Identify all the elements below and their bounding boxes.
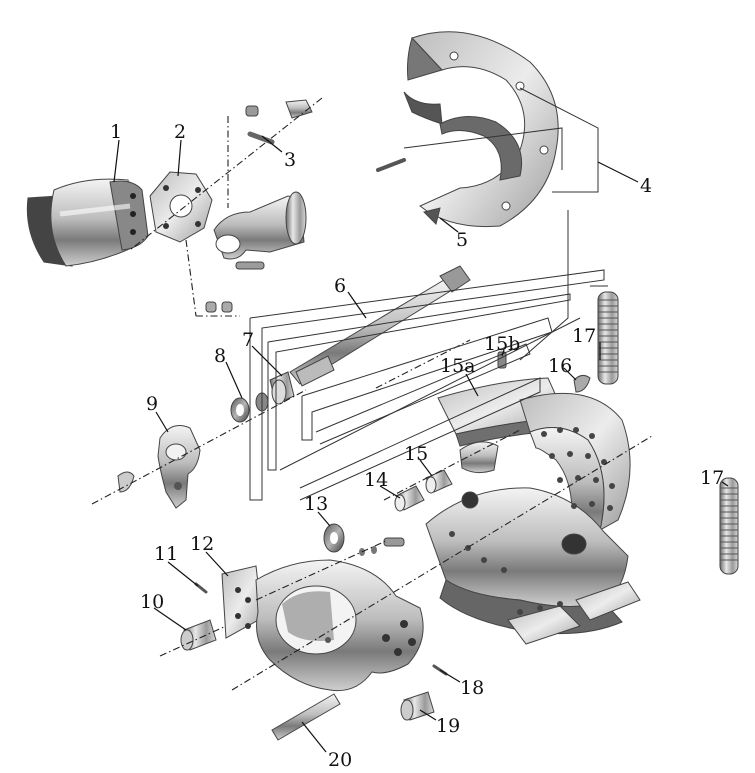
wedge-part — [423, 207, 441, 225]
callout-1: 1 — [110, 121, 122, 143]
callout-19: 19 — [436, 715, 460, 737]
callout-10: 10 — [140, 591, 164, 613]
callout-6: 6 — [334, 275, 346, 297]
washer-part — [323, 523, 405, 556]
callout-2: 2 — [174, 121, 186, 143]
bolt-set-part — [205, 99, 313, 313]
callout-14: 14 — [364, 469, 388, 491]
reference-frames — [249, 87, 608, 501]
callout-labels: 1 2 3 4 5 6 7 8 9 10 11 12 13 14 15 15a … — [110, 121, 724, 771]
callout-16: 16 — [548, 355, 572, 377]
camshaft-bracket-part — [213, 191, 307, 260]
callout-17-right: 17 — [700, 467, 724, 489]
callout-17-upper: 17 — [572, 325, 596, 347]
brake-chamber-part — [26, 178, 149, 267]
mounting-plate-part — [149, 171, 213, 243]
callout-3: 3 — [284, 149, 296, 171]
return-spring-part-a — [597, 291, 619, 385]
callout-4: 4 — [640, 175, 652, 197]
leader-lines — [113, 135, 729, 753]
dust-shield-part — [376, 31, 559, 228]
callout-9: 9 — [146, 393, 158, 415]
anchor-pin-part — [180, 619, 217, 651]
callout-18: 18 — [460, 677, 484, 699]
slack-adjuster-part — [117, 425, 201, 509]
callout-7: 7 — [242, 329, 254, 351]
bushing-part — [269, 371, 295, 405]
camshaft-part — [289, 265, 471, 387]
spider-housing-part — [221, 559, 424, 692]
callout-8: 8 — [214, 345, 226, 367]
callout-12: 12 — [190, 533, 214, 555]
brake-shoe-assembly-part — [425, 392, 641, 645]
roller-pin-part — [400, 691, 435, 721]
callout-15a: 15a — [440, 355, 476, 377]
return-spring-part-b — [719, 477, 739, 575]
callout-20: 20 — [328, 749, 352, 771]
clip-part — [573, 374, 591, 393]
callout-11: 11 — [154, 543, 178, 565]
callout-5: 5 — [456, 229, 468, 251]
callout-15b: 15b — [484, 333, 520, 355]
callout-15: 15 — [404, 443, 428, 465]
callout-13: 13 — [304, 493, 328, 515]
long-pin-part — [271, 693, 341, 741]
roller-set-part — [394, 469, 453, 512]
